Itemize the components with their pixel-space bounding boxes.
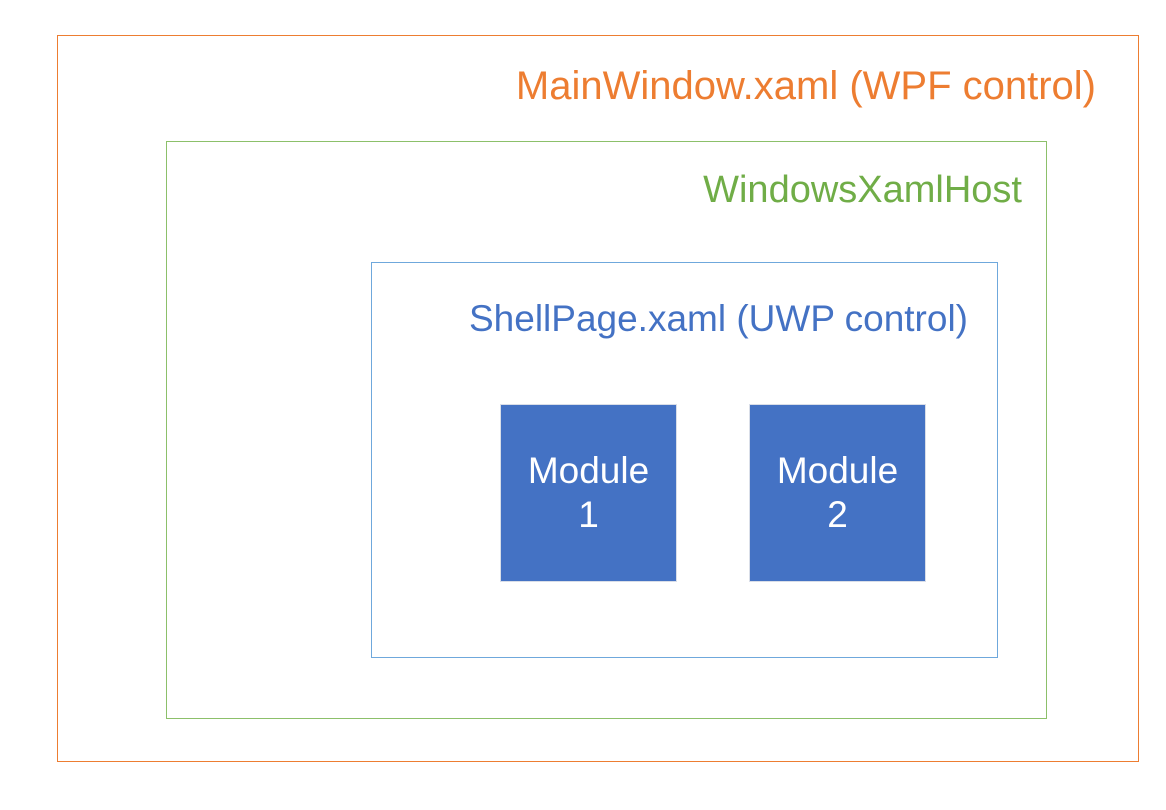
- shellpage-label: ShellPage.xaml (UWP control): [469, 298, 968, 339]
- windowsxamlhost-container: [166, 141, 1047, 719]
- module-2-label: Module 2: [776, 450, 899, 535]
- shellpage-container: [371, 262, 998, 658]
- module-1-label: Module 1: [527, 450, 650, 535]
- mainwindow-container: [57, 35, 1139, 762]
- mainwindow-label: MainWindow.xaml (WPF control): [515, 64, 1096, 108]
- module-block-1: Module 1: [501, 405, 676, 581]
- windowsxamlhost-label: WindowsXamlHost: [703, 169, 1022, 211]
- module-block-2: Module 2: [750, 405, 925, 581]
